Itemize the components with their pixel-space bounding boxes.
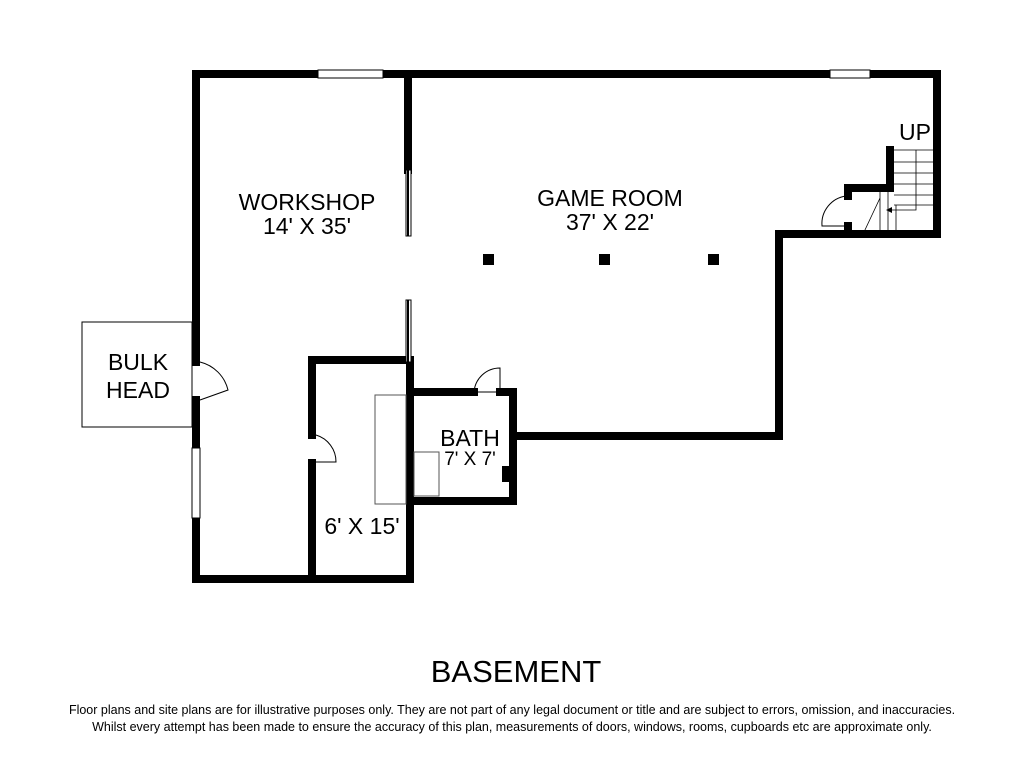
floor-title: BASEMENT xyxy=(430,654,602,689)
fixtures xyxy=(374,394,440,505)
disclaimer-line-1: Floor plans and site plans are for illus… xyxy=(68,703,956,717)
walls xyxy=(192,70,941,583)
windows xyxy=(191,69,871,519)
stairs-label: UP xyxy=(899,119,931,145)
door-bulkhead xyxy=(199,361,229,401)
door-stairs xyxy=(821,195,847,227)
window xyxy=(317,69,384,79)
door-bath xyxy=(473,367,501,393)
column xyxy=(599,254,610,265)
column xyxy=(483,254,494,265)
window xyxy=(191,447,201,519)
disclaimer-line-2: Whilst every attempt has been made to en… xyxy=(92,720,932,734)
door-storage xyxy=(315,434,337,463)
window xyxy=(829,69,871,79)
room-label-storage: 6' X 15' xyxy=(324,513,400,539)
bulkhead xyxy=(81,321,193,428)
columns xyxy=(483,254,719,265)
column xyxy=(708,254,719,265)
bath-fixture xyxy=(502,466,514,482)
doors xyxy=(199,195,847,463)
stairs xyxy=(863,149,933,233)
